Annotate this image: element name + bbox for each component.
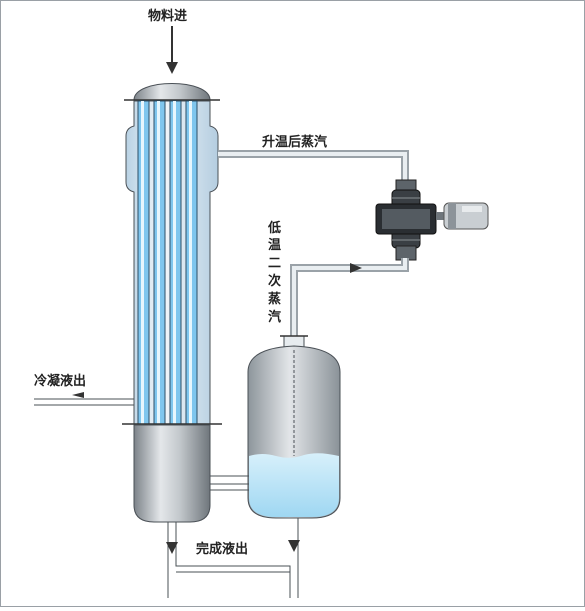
vapor-label-char: 蒸	[268, 291, 281, 307]
label-low-temp-vapor: 低 温 二 次 蒸 汽	[267, 220, 281, 325]
column-bottom-chamber	[133, 424, 211, 523]
evaporator-column	[122, 83, 222, 523]
separator-vessel	[247, 335, 341, 519]
label-product-out: 完成液出	[196, 541, 248, 557]
vapor-label-char: 温	[268, 238, 281, 253]
vapor-label-char: 低	[267, 220, 281, 236]
product-arrow-icon	[166, 542, 178, 554]
secondary-vapor-pipe	[290, 258, 409, 336]
column-top-cap	[133, 83, 211, 101]
vapor-compressor	[375, 179, 489, 261]
label-condensate-out: 冷凝液出	[34, 373, 86, 389]
column-to-separator-pipe	[210, 475, 249, 491]
vessel-outlet-arrow-icon	[288, 540, 300, 552]
feed-arrow-icon	[166, 62, 178, 74]
vessel-liquid	[249, 453, 339, 517]
condensate-arrow-icon	[72, 392, 84, 398]
feed-inlet-pipe	[166, 26, 178, 74]
vapor-label-char: 次	[268, 273, 281, 289]
vapor-label-char: 二	[268, 256, 281, 271]
secondary-vapor-arrow-icon	[350, 263, 362, 273]
label-feed-in: 物料进	[148, 8, 187, 24]
condensate-outlet-pipe	[34, 392, 134, 406]
heated-vapor-pipe	[218, 150, 409, 188]
product-outlet-pipe	[166, 518, 300, 598]
vapor-label-char: 汽	[268, 309, 281, 325]
label-heated-vapor: 升温后蒸汽	[262, 134, 327, 150]
